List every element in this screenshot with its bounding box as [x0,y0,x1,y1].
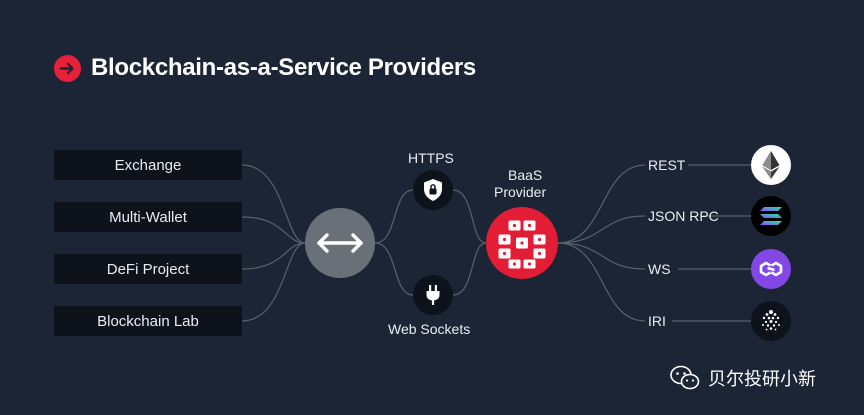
title-row: Blockchain-as-a-Service Providers [54,54,476,82]
plug-icon [413,275,453,315]
page-title: Blockchain-as-a-Service Providers [91,54,476,81]
client-exchange: Exchange [54,150,242,180]
websockets-label: Web Sockets [388,321,471,337]
ethereum-icon [751,145,791,185]
client-multi-wallet: Multi-Wallet [54,202,242,232]
chain-label-json-rpc: JSON RPC [648,208,719,224]
https-label: HTTPS [408,150,454,166]
connector-hub-https [374,189,414,244]
connector-baas-ws [557,242,646,270]
client-blockchain-lab: Blockchain Lab [54,306,242,336]
chain-label-ws: WS [648,261,671,277]
solana-icon [751,196,791,236]
connector-defi-hub [241,242,306,270]
baas-provider-node [486,207,558,279]
connector-baas-rest [557,164,646,244]
iota-icon [751,301,791,341]
polygon-icon [751,249,791,289]
connector-baas-iri [557,242,646,322]
wechat-icon [670,365,700,390]
connector-hub-websockets [374,242,414,296]
connector-websockets-baas [452,242,487,296]
connector-lab-hub [241,242,306,322]
connector-multiwallet-hub [241,216,306,244]
watermark-text: 贝尔投研小新 [708,369,816,390]
shield-lock-icon [413,170,453,210]
baas-label-line2: Provider [494,184,547,200]
arrow-right-icon [54,54,81,82]
chain-label-iri: IRI [648,313,666,329]
connector-exchange-hub [241,164,306,244]
cubes-icon [497,219,547,270]
connector-baas-jsonrpc [557,215,646,244]
connector-https-baas [452,189,487,244]
chain-label-rest: REST [648,157,686,173]
baas-label-line1: BaaS [508,167,543,183]
client-defi-project: DeFi Project [54,254,242,284]
bidirectional-arrow-icon [305,208,375,278]
watermark: 贝尔投研小新 [670,365,816,391]
